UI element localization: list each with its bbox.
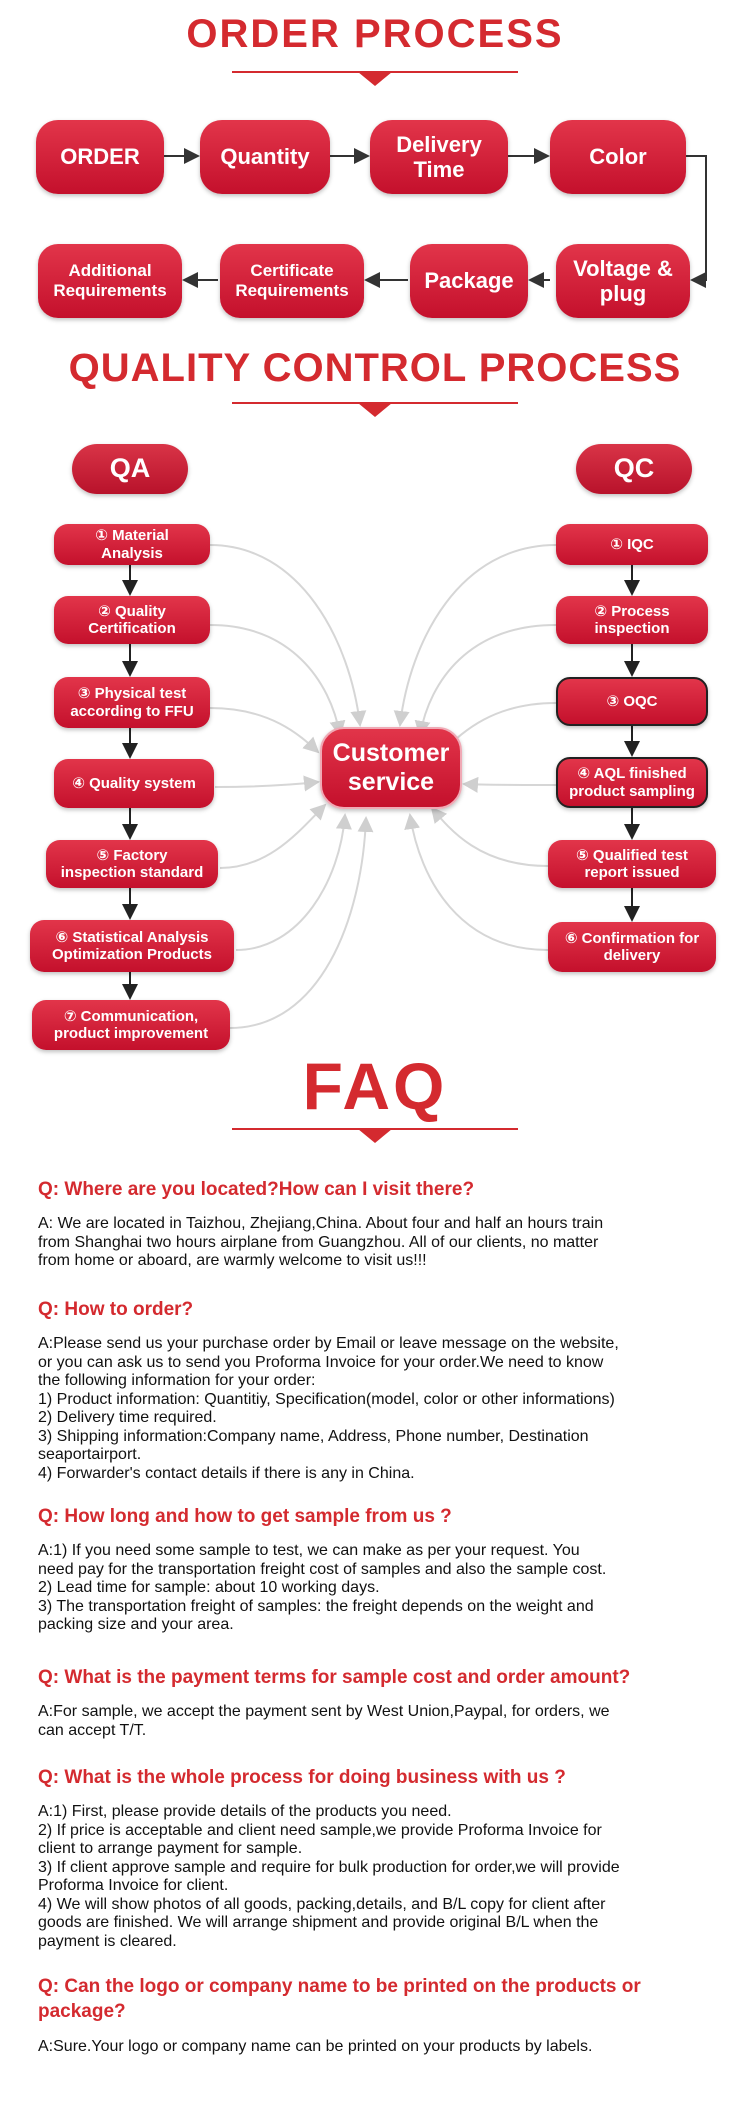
qa-step-factory-inspection: ⑤ Factory inspection standard xyxy=(46,840,218,888)
faq-answer-how-to-order: A:Please send us your purchase order by … xyxy=(38,1335,619,1482)
order-flow-arrows xyxy=(164,148,707,288)
qc-process-title: QUALITY CONTROL PROCESS xyxy=(68,346,682,390)
order-step-voltage-plug: Voltage & plug xyxy=(556,244,690,318)
faq-title-marker xyxy=(358,1129,392,1143)
faq-question-process: Q: What is the whole process for doing b… xyxy=(38,1767,566,1788)
qa-step-statistical-analysis: ⑥ Statistical Analysis Optimization Prod… xyxy=(30,920,234,972)
qa-step-communication: ⑦ Communication, product improvement xyxy=(32,1000,230,1050)
order-step-delivery-time: Delivery Time xyxy=(370,120,508,194)
order-step-order: ORDER xyxy=(36,120,164,194)
faq-answer-logo: A:Sure.Your logo or company name can be … xyxy=(38,2038,593,2055)
qc-header: QC xyxy=(576,444,692,494)
qc-step-process-inspection: ② Process inspection xyxy=(556,596,708,644)
customer-service-hub: Customer service xyxy=(320,727,462,809)
faq-answer-payment: A:For sample, we accept the payment sent… xyxy=(38,1703,610,1739)
order-process-title: ORDER PROCESS xyxy=(186,12,564,56)
faq-question-payment: Q: What is the payment terms for sample … xyxy=(38,1667,631,1688)
faq-answer-sample: A:1) If you need some sample to test, we… xyxy=(38,1542,607,1633)
qc-step-iqc: ① IQC xyxy=(556,524,708,565)
qc-step-confirmation-delivery: ⑥ Confirmation for delivery xyxy=(548,922,716,972)
qa-step-quality-certification: ② Quality Certification xyxy=(54,596,210,644)
qc-step-qualified-test-report: ⑤ Qualified test report issued xyxy=(548,840,716,888)
faq-question-sample: Q: How long and how to get sample from u… xyxy=(38,1506,452,1527)
qa-step-quality-system: ④ Quality system xyxy=(54,759,214,808)
faq-question-location: Q: Where are you located?How can I visit… xyxy=(38,1179,475,1200)
qa-step-physical-test: ③ Physical test according to FFU xyxy=(54,677,210,728)
faq-title: FAQ xyxy=(302,1049,448,1123)
faq-answer-process: A:1) First, please provide details of th… xyxy=(38,1803,620,1950)
order-title-marker xyxy=(358,72,392,86)
qa-step-material-analysis: ① Material Analysis xyxy=(54,524,210,565)
faq-answer-location: A: We are located in Taizhou, Zhejiang,C… xyxy=(38,1215,604,1269)
qc-step-oqc: ③ OQC xyxy=(556,677,708,726)
order-step-color: Color xyxy=(550,120,686,194)
faq-question-logo: Q: Can the logo or company name to be pr… xyxy=(38,1976,641,2022)
qc-step-aql-sampling: ④ AQL finished product sampling xyxy=(556,757,708,808)
qa-header: QA xyxy=(72,444,188,494)
order-step-certificate: Certificate Requirements xyxy=(220,244,364,318)
faq-question-how-to-order: Q: How to order? xyxy=(38,1299,194,1320)
qc-title-marker xyxy=(358,403,392,417)
order-step-package: Package xyxy=(410,244,528,318)
order-step-quantity: Quantity xyxy=(200,120,330,194)
order-step-additional: Additional Requirements xyxy=(38,244,182,318)
